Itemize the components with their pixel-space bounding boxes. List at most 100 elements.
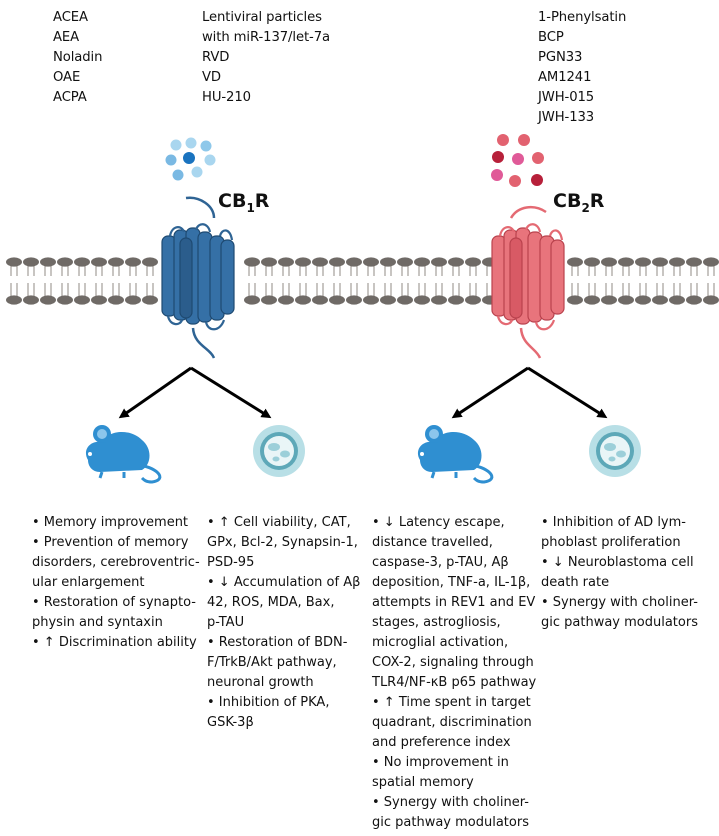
lipid-head (584, 295, 600, 305)
lipid-head (57, 257, 73, 267)
agonist-item: JWH-133 (538, 110, 595, 125)
lipid-head (329, 257, 345, 267)
lipid-head (669, 295, 685, 305)
lipid-head (397, 295, 413, 305)
lipid-head (380, 257, 396, 267)
lipid-head (346, 295, 362, 305)
lipid-head (261, 295, 277, 305)
lipid-head (686, 257, 702, 267)
lipid-head (431, 257, 447, 267)
list-item: • Synergy with choliner- (541, 595, 698, 610)
cb1-in-vivo-arrow (118, 366, 192, 419)
agonist-item: OAE (53, 70, 81, 85)
lipid-head (40, 295, 56, 305)
lipid-head (652, 257, 668, 267)
list-item: • ↑ Time spent in target (372, 695, 531, 710)
agonist-item: ACPA (53, 90, 87, 105)
lipid-head (244, 257, 260, 267)
agonist-item: with miR-137/let-7a (202, 30, 330, 45)
lipid-head (448, 295, 464, 305)
cb1-in-vitro-arrow (190, 366, 272, 419)
lipid-head (380, 295, 396, 305)
lipid-head (635, 295, 651, 305)
lipid-head (346, 257, 362, 267)
list-item: • No improvement in (372, 755, 509, 770)
cb1-in-vitro-effects: • ↑ Cell viability, CAT, GPx, Bcl-2, Syn… (207, 513, 360, 733)
lipid-head (703, 257, 719, 267)
cb2-label: CB2R (553, 190, 605, 215)
cb1-agonist-list-1: ACEA AEA Noladin OAE ACPA (53, 8, 102, 108)
lipid-head (363, 257, 379, 267)
list-item: F/TrkB/Akt pathway, (207, 655, 337, 670)
lipid-head (601, 257, 617, 267)
list-item: • ↑ Discrimination ability (32, 635, 197, 650)
lipid-head (414, 295, 430, 305)
lipid-head (652, 295, 668, 305)
list-item: • Synergy with choliner- (372, 795, 529, 810)
agonist-item: 1-Phenylsatin (538, 10, 627, 25)
agonist-item: AEA (53, 30, 80, 45)
lipid-head (295, 257, 311, 267)
lipid-head (142, 295, 158, 305)
lipid-head (278, 295, 294, 305)
cb2-in-vitro-arrow (527, 366, 608, 419)
lipid-head (6, 257, 22, 267)
lipid-head (448, 257, 464, 267)
lipid-head (601, 295, 617, 305)
lipid-head (91, 257, 107, 267)
cb1-in-vivo-effects: • Memory improvement • Prevention of mem… (32, 513, 200, 653)
list-item: • ↓ Latency escape, (372, 515, 505, 530)
lipid-head (91, 295, 107, 305)
mouse-icon (85, 425, 162, 484)
lipid-head (125, 257, 141, 267)
list-item: • Prevention of memory (32, 535, 189, 550)
lipid-head (57, 295, 73, 305)
list-item: deposition, TNF-a, IL-1β, (372, 575, 531, 590)
agonist-item: RVD (202, 50, 230, 65)
lipid-head (635, 257, 651, 267)
lipid-head (108, 295, 124, 305)
lipid-head (108, 257, 124, 267)
list-item: • ↑ Cell viability, CAT, (207, 515, 351, 530)
cb1-agonist-list-2: Lentiviral particles with miR-137/let-7a… (202, 8, 330, 108)
lipid-head (465, 257, 481, 267)
cell-membrane (6, 257, 719, 305)
lipid-head (23, 257, 39, 267)
list-item: • Inhibition of PKA, (207, 695, 330, 710)
list-item: gic pathway modulators (541, 615, 698, 630)
cell-culture-icon (253, 425, 305, 477)
lipid-head (312, 295, 328, 305)
list-item: physin and syntaxin (32, 615, 163, 630)
list-item: • Restoration of synapto- (32, 595, 196, 610)
list-item: stages, astrogliosis, (372, 615, 501, 630)
agonist-item: PGN33 (538, 50, 583, 65)
lipid-head (142, 257, 158, 267)
list-item: gic pathway modulators (372, 815, 529, 830)
list-item: attempts in REV1 and EV (372, 595, 536, 610)
list-item: distance travelled, (372, 535, 493, 550)
agonist-item: JWH-015 (538, 90, 595, 105)
cb2-in-vivo-effects: • ↓ Latency escape, distance travelled, … (372, 513, 536, 833)
list-item: 42, ROS, MDA, Bax, (207, 595, 335, 610)
list-item: GPx, Bcl-2, Synapsin-1, (207, 535, 358, 550)
list-item: caspase-3, p-TAU, Aβ (372, 555, 509, 570)
lipid-head (703, 295, 719, 305)
list-item: death rate (541, 575, 610, 590)
lipid-head (74, 295, 90, 305)
lipid-head (431, 295, 447, 305)
agonist-item: HU-210 (202, 90, 251, 105)
cb2-in-vitro-effects: • Inhibition of AD lym- phoblast prolife… (541, 513, 698, 633)
lipid-head (618, 295, 634, 305)
lipid-head (74, 257, 90, 267)
agonist-item: AM1241 (538, 70, 592, 85)
agonist-item: Noladin (53, 50, 103, 65)
cb2-in-vivo-arrow (451, 366, 529, 419)
lipid-head (567, 257, 583, 267)
list-item: • Memory improvement (32, 515, 189, 530)
list-item: • ↓ Neuroblastoma cell (541, 555, 694, 570)
lipid-head (686, 295, 702, 305)
list-item: disorders, cerebroventric- (32, 555, 200, 570)
list-item: and preference index (372, 735, 511, 750)
mouse-icon (417, 425, 494, 484)
